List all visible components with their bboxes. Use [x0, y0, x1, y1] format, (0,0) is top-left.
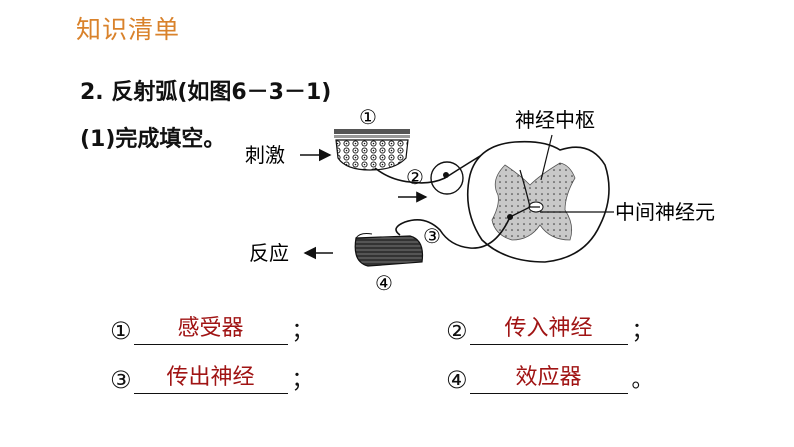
answer-blank-3: 传出神经	[133, 363, 288, 394]
label-circle-3: ③	[423, 224, 441, 248]
nerve-center-pointer	[540, 134, 553, 181]
efferent-nerve	[395, 216, 511, 249]
ganglion-circle	[430, 161, 464, 195]
answer-row-1: ① 感受器 ；	[110, 313, 314, 345]
question-subtitle: (1)完成填空。	[80, 127, 226, 152]
answer-punct-3: ；	[291, 368, 314, 393]
question-title: 2. 反射弧(如图6－3－1)	[80, 80, 332, 105]
spinal-cord	[466, 140, 610, 263]
label-circle-1: ①	[359, 105, 377, 129]
label-interneuron: 中间神经元	[615, 200, 715, 224]
label-stimulus: 刺激	[245, 143, 285, 167]
answer-row-3: ③ 传出神经 ；	[110, 362, 314, 394]
answer-punct-4: 。	[631, 368, 654, 393]
effector-muscle	[354, 233, 424, 267]
label-response: 反应	[249, 241, 289, 265]
ganglion-cell-body	[443, 172, 449, 178]
answer-number-1: ①	[110, 317, 132, 345]
receptor-skin	[334, 129, 410, 171]
answer-number-4: ④	[446, 366, 468, 394]
answer-punct-1: ；	[291, 319, 314, 344]
label-circle-2: ②	[406, 165, 424, 189]
answer-row-2: ② 传入神经 ；	[446, 313, 654, 345]
section-header: 知识清单	[76, 15, 181, 44]
answer-row-4: ④ 效应器 。	[446, 362, 654, 394]
answer-blank-1: 感受器	[133, 314, 288, 345]
answer-number-2: ②	[446, 317, 468, 345]
answer-blank-2: 传入神经	[469, 314, 628, 345]
label-nerve-center: 神经中枢	[515, 108, 595, 132]
answer-number-3: ③	[110, 366, 132, 394]
answer-blank-4: 效应器	[469, 363, 628, 394]
label-circle-4: ④	[375, 271, 393, 295]
answer-punct-2: ；	[631, 319, 654, 344]
